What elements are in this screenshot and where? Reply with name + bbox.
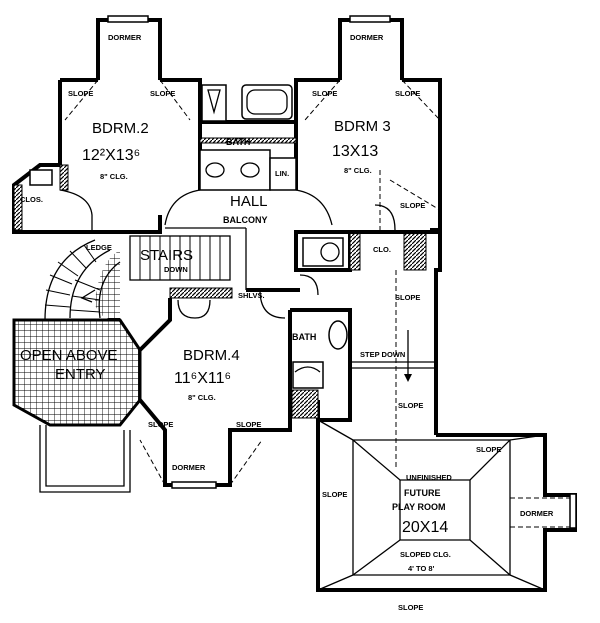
dormer-label-bdrm4: DORMER bbox=[172, 463, 206, 472]
dormer-label-bdrm3: DORMER bbox=[350, 33, 384, 42]
hall-balcony bbox=[164, 189, 333, 290]
open-above-entry bbox=[12, 250, 142, 493]
play-room-status: UNFINISHED bbox=[406, 473, 452, 482]
bdrm4-ceiling: 8" CLG. bbox=[188, 393, 216, 402]
shelves-label: SHLVS. bbox=[238, 291, 265, 300]
dormer-label-bdrm2: DORMER bbox=[108, 33, 142, 42]
lower-bath bbox=[290, 308, 352, 422]
bdrm4-walls bbox=[138, 274, 319, 489]
exterior-walls bbox=[12, 78, 442, 435]
upper-bath bbox=[199, 84, 297, 191]
play-room-name-line2: PLAY ROOM bbox=[392, 502, 446, 512]
spiral-stair bbox=[44, 235, 233, 321]
lower-bath-label: BATH bbox=[292, 332, 316, 342]
slope-label: SLOPE bbox=[395, 89, 420, 98]
slope-label: SLOPE bbox=[68, 89, 93, 98]
step-down-label: STEP DOWN bbox=[360, 350, 405, 359]
hall-label: HALL bbox=[230, 193, 268, 210]
play-room-dims: 20X14 bbox=[402, 519, 448, 536]
bdrm2-dims: 12²X13⁶ bbox=[82, 147, 140, 164]
slope-label: SLOPE bbox=[312, 89, 337, 98]
balcony-label: BALCONY bbox=[223, 215, 268, 225]
slope-label: SLOPE bbox=[398, 603, 423, 612]
bdrm2-ceiling: 8" CLG. bbox=[100, 172, 128, 181]
slope-label: SLOPE bbox=[236, 420, 261, 429]
slope-label: SLOPE bbox=[148, 420, 173, 429]
future-play-room bbox=[316, 419, 577, 592]
dormer-bdrm2 bbox=[64, 15, 191, 121]
stairs-label: STAIRS bbox=[140, 247, 193, 264]
play-room-corridor bbox=[350, 270, 436, 470]
dormer-label-play: DORMER bbox=[520, 509, 554, 518]
dormer-bdrm3 bbox=[304, 15, 441, 121]
bdrm3-closet bbox=[294, 170, 441, 272]
bdrm4-dims: 11⁶X11⁶ bbox=[174, 370, 231, 387]
open-above-entry-label: ENTRY bbox=[55, 366, 106, 383]
slope-label: SLOPE bbox=[150, 89, 175, 98]
slope-label: SLOPE bbox=[400, 201, 425, 210]
slope-label: SLOPE bbox=[395, 293, 420, 302]
upper-bath-label: BATH bbox=[226, 137, 250, 147]
bdrm2-name: BDRM.2 bbox=[92, 120, 149, 137]
play-room-ceiling-range: 4' TO 8' bbox=[408, 564, 435, 573]
bdrm4-name: BDRM.4 bbox=[183, 347, 240, 364]
bdrm3-ceiling: 8" CLG. bbox=[344, 166, 372, 175]
bdrm3-dims: 13X13 bbox=[332, 143, 378, 160]
stairs-down-label: DOWN bbox=[164, 265, 188, 274]
slope-label: SLOPE bbox=[398, 401, 423, 410]
slope-label: SLOPE bbox=[476, 445, 501, 454]
open-above-label: OPEN ABOVE bbox=[20, 347, 118, 364]
play-room-ceiling: SLOPED CLG. bbox=[400, 550, 451, 559]
bdrm3-name: BDRM 3 bbox=[334, 118, 391, 135]
ledge-label: LEDGE bbox=[86, 243, 112, 252]
bdrm2-closet-label: CLOS. bbox=[20, 195, 43, 204]
linen-label: LIN. bbox=[275, 169, 289, 178]
slope-label: SLOPE bbox=[322, 490, 347, 499]
play-room-name-line1: FUTURE bbox=[404, 488, 441, 498]
bdrm3-closet-label: CLO. bbox=[373, 245, 391, 254]
bdrm2-closet bbox=[13, 164, 93, 232]
